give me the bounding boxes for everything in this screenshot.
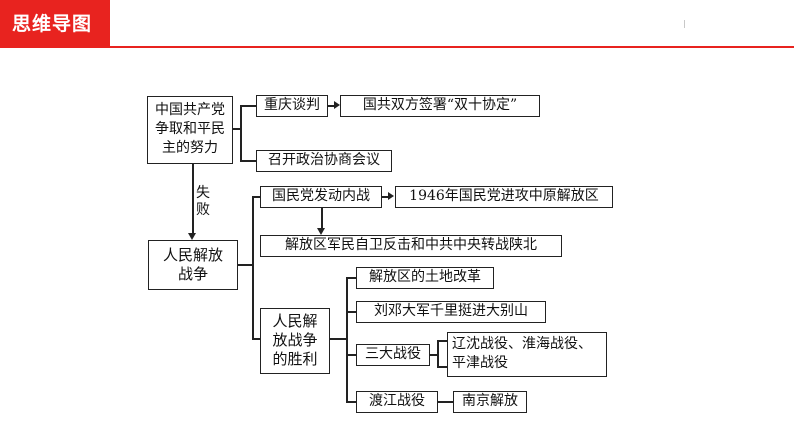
header-tab: 思维导图 — [0, 0, 110, 48]
connector-root-out — [232, 128, 241, 130]
connector-three-out — [430, 354, 438, 356]
connector-to-pcc — [240, 160, 256, 162]
connector-three-bottom — [437, 366, 447, 368]
header-bar: 思维导图 — [0, 0, 794, 48]
connector-kmt-1946 — [382, 196, 390, 198]
arrow-kmt-selfdefense — [317, 228, 325, 235]
arrow-kmt-1946 — [388, 192, 394, 200]
connector-three-top — [437, 340, 447, 342]
connector-fail — [192, 164, 194, 236]
node-land-reform: 解放区的土地改革 — [356, 267, 494, 289]
connector-to-river — [346, 401, 356, 403]
connector-chongqing-treaty — [328, 105, 336, 107]
arrow-chongqing-treaty — [334, 101, 340, 109]
connector-war-bracket — [252, 196, 254, 338]
connector-to-victory — [252, 338, 260, 340]
node-chongqing: 重庆谈判 — [256, 95, 328, 117]
node-nanjing: 南京解放 — [453, 391, 527, 413]
node-kmt-war: 国民党发动内战 — [260, 186, 382, 208]
node-war: 人民解放 战争 — [148, 240, 238, 290]
arrow-fail — [188, 233, 196, 240]
connector-root-bracket — [240, 105, 242, 160]
connector-to-kmt — [252, 196, 260, 198]
connector-three-bracket — [437, 340, 439, 366]
node-three-battles: 三大战役 — [356, 344, 430, 366]
connector-river-nanjing — [437, 401, 453, 403]
page-title: 思维导图 — [12, 13, 93, 35]
node-self-defense: 解放区军民自卫反击和中共中央转战陕北 — [260, 235, 562, 257]
connector-war-out — [238, 264, 253, 266]
node-root: 中国共产党 争取和平民 主的努力 — [147, 96, 233, 164]
node-victory: 人民解 放战争 的胜利 — [260, 308, 330, 374]
node-river-crossing: 渡江战役 — [356, 391, 438, 413]
connector-to-dabie — [346, 311, 356, 313]
node-battles-list: 辽沈战役、淮海战役、 平津战役 — [447, 332, 607, 377]
node-double-ten: 国共双方签署“双十协定” — [340, 95, 540, 117]
connector-to-three — [346, 354, 356, 356]
header-tick — [684, 20, 685, 28]
connector-to-chongqing — [240, 105, 256, 107]
node-dabie: 刘邓大军千里挺进大别山 — [356, 301, 546, 323]
connector-victory-out — [330, 338, 347, 340]
connector-to-land — [346, 277, 356, 279]
header-rule — [110, 46, 794, 48]
label-fail: 失 败 — [196, 185, 210, 218]
node-attack-1946: 1946年国民党进攻中原解放区 — [395, 186, 613, 208]
connector-kmt-selfdefense — [321, 206, 323, 230]
node-pcc: 召开政治协商会议 — [256, 150, 392, 172]
